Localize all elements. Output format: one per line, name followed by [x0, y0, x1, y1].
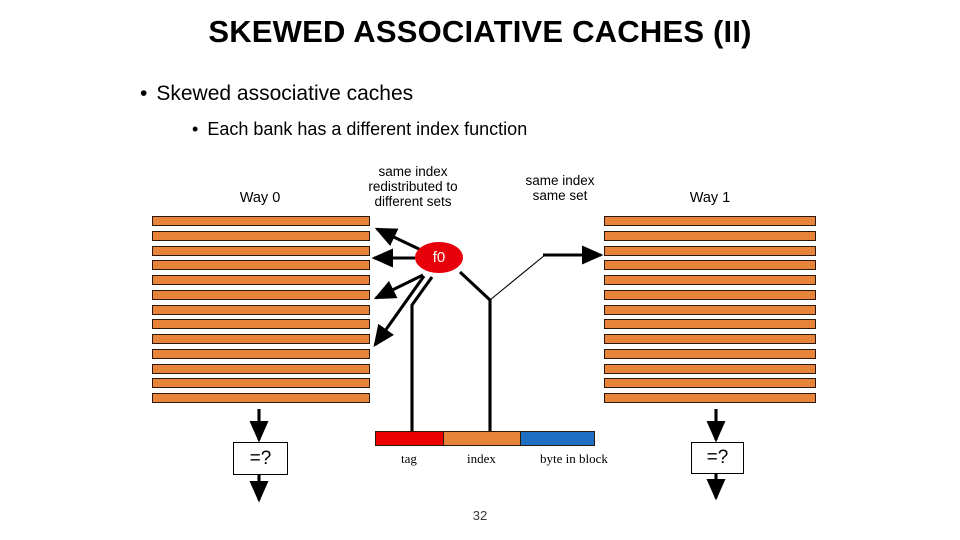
cache-line [604, 334, 816, 345]
line-byte-boundary-up [458, 270, 492, 433]
cache-line [152, 348, 370, 359]
bullet-level-1: • Skewed associative caches [140, 82, 413, 106]
address-segment-tag [375, 431, 443, 446]
cache-line [152, 260, 370, 271]
note-redistributed-sets: same index redistributed to different se… [333, 164, 493, 209]
cache-line [152, 245, 370, 256]
cache-line [604, 260, 816, 271]
cache-line [604, 348, 816, 359]
note-same-set: same index same set [495, 173, 625, 203]
compare-box-way-1[interactable]: =? [691, 442, 744, 474]
note-line: different sets [374, 194, 452, 210]
bullet-level-1-text: Skewed associative caches [156, 82, 414, 105]
arrow-f0-to-left-stripe-9 [373, 275, 426, 348]
cache-line [152, 393, 370, 404]
address-segment-byte-in-block [520, 431, 595, 446]
cache-line [152, 216, 370, 226]
way-0-label: Way 0 [239, 190, 281, 206]
address-field-index-label: index [467, 451, 496, 466]
note-line: same index [525, 173, 595, 188]
cache-line [604, 289, 816, 300]
cache-line [152, 378, 370, 389]
cache-line [604, 230, 816, 241]
address-field-byte-in-block-label: byte in block [540, 451, 608, 466]
way-1-label: Way 1 [689, 190, 731, 206]
cache-line [604, 319, 816, 330]
cache-line [152, 319, 370, 330]
cache-line [152, 304, 370, 315]
note-line: same index [378, 164, 448, 179]
cache-line [152, 275, 370, 286]
arrow-f0-to-left-stripe-1 [374, 227, 422, 252]
bullet-level-2: • Each bank has a different index functio… [192, 119, 527, 140]
note-line: redistributed to [368, 179, 458, 195]
note-line: same set [532, 188, 588, 204]
page-number: 32 [472, 508, 488, 523]
hash-node-label: f0 [432, 249, 446, 266]
way-1-bank [604, 216, 816, 408]
bullet-marker: • [192, 119, 199, 139]
cache-line [152, 230, 370, 241]
cache-line [604, 378, 816, 389]
address-bit-bar [375, 431, 595, 446]
line-same-set-to-way1 [489, 254, 546, 301]
cache-line [604, 275, 816, 286]
cache-line [604, 304, 816, 315]
cache-line [604, 245, 816, 256]
address-segment-index [443, 431, 520, 446]
page-title: SKEWED ASSOCIATIVE CACHES (II) [208, 14, 752, 49]
compare-box-way-0[interactable]: =? [233, 442, 288, 475]
cache-line [152, 334, 370, 345]
way-0-bank [152, 216, 370, 408]
line-index-to-f0 [410, 276, 434, 433]
arrow-f0-to-left-stripe-6 [373, 273, 424, 300]
cache-line [604, 216, 816, 226]
cache-line [152, 289, 370, 300]
bullet-level-2-text: Each bank has a different index function [207, 119, 528, 139]
bullet-marker: • [140, 82, 148, 105]
address-field-tag-label: tag [401, 451, 417, 466]
cache-line [604, 363, 816, 374]
cache-line [152, 363, 370, 374]
cache-line [604, 393, 816, 404]
compare-label: =? [706, 447, 729, 468]
compare-label: =? [249, 447, 272, 469]
hash-function-node-f0[interactable]: f0 [415, 242, 463, 273]
